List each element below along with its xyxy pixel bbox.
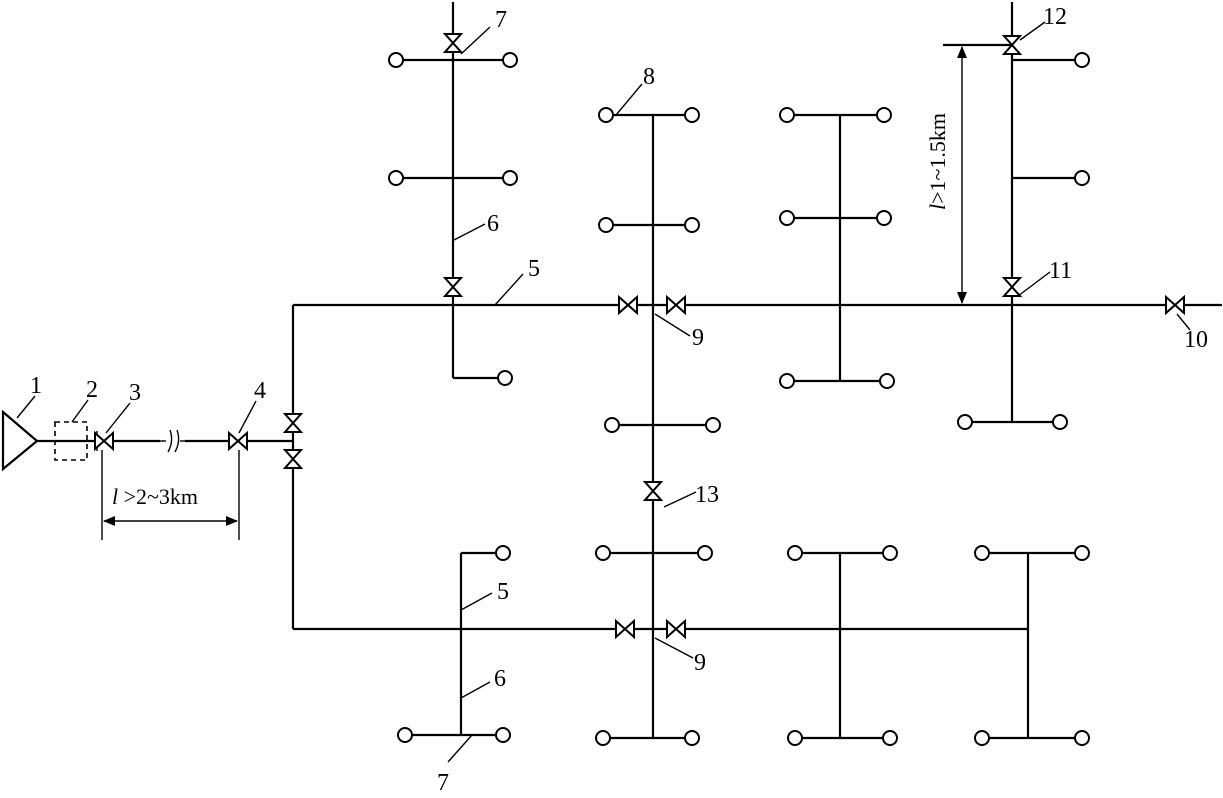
hydrant-icon <box>604 417 620 433</box>
meter-box <box>54 421 88 461</box>
label-top-valve-right: 12 <box>1043 4 1067 30</box>
break-symbol-icon <box>160 429 187 453</box>
dimension-vertical: l>1~1.5km <box>925 46 967 304</box>
valve-icon <box>1001 35 1023 55</box>
label-main-valve: 4 <box>254 378 266 404</box>
label-source: 1 <box>30 373 42 399</box>
hydrant-icon <box>787 730 803 746</box>
valve-icon <box>442 33 464 53</box>
hydrant-icon <box>495 545 511 561</box>
hydrant-icon <box>1052 414 1068 430</box>
hydrant-icon <box>879 373 895 389</box>
hydrant-icon <box>1074 170 1090 186</box>
label-main-pipe-top: 5 <box>528 256 540 282</box>
hydrant-icon <box>779 210 795 226</box>
hydrant-icon <box>779 107 795 123</box>
hydrant-icon <box>787 545 803 561</box>
label-meter: 2 <box>86 377 98 403</box>
valve-icon <box>94 430 114 452</box>
hydrant-icon <box>684 217 700 233</box>
source-pump-icon <box>1 409 39 472</box>
label-end-valve-top: 7 <box>495 7 507 33</box>
valve-icon <box>1165 294 1185 316</box>
hydrant-icon <box>502 170 518 186</box>
hydrant-icon <box>697 545 713 561</box>
dimension-horizontal-label: l >2~3km <box>112 484 198 509</box>
hydrant-icon <box>1074 545 1090 561</box>
dimension-vertical-label: l>1~1.5km <box>925 113 950 210</box>
hydrant-icon <box>974 545 990 561</box>
hydrant-icon <box>957 414 973 430</box>
valve-icon <box>228 430 248 452</box>
leader-lines <box>16 21 1191 763</box>
dimension-horizontal: l >2~3km <box>101 450 240 540</box>
valve-icon <box>615 618 635 640</box>
label-branch-bottom: 6 <box>494 666 506 692</box>
hydrant-icon <box>502 52 518 68</box>
label-branch-top: 6 <box>487 211 499 237</box>
hydrant-icon <box>684 107 700 123</box>
hydrant-icon <box>1074 52 1090 68</box>
hydrant-icon <box>397 727 413 743</box>
hydrant-icon <box>595 730 611 746</box>
hydrants <box>388 52 1090 746</box>
label-main-pipe-bottom: 5 <box>497 579 509 605</box>
hydrant-icon <box>705 417 721 433</box>
hydrant-icon <box>876 210 892 226</box>
valve-icon <box>282 413 304 433</box>
label-inlet-valve: 3 <box>129 380 141 406</box>
label-hydrant: 8 <box>643 64 655 90</box>
valve-icon <box>282 449 304 469</box>
hydrant-icon <box>388 170 404 186</box>
hydrant-icon <box>595 545 611 561</box>
hydrant-icon <box>497 370 513 386</box>
hydrant-icon <box>882 545 898 561</box>
label-section-valve-bottom: 9 <box>694 650 706 676</box>
hydrant-icon <box>876 107 892 123</box>
label-branch-valve-right: 11 <box>1049 258 1072 284</box>
valve-icon <box>1001 277 1023 297</box>
hydrant-icon <box>388 52 404 68</box>
valve-icon <box>666 294 686 316</box>
hydrant-icon <box>598 217 614 233</box>
hydrant-icon <box>495 727 511 743</box>
label-end-valve-bottom: 7 <box>437 770 449 796</box>
hydrant-icon <box>974 730 990 746</box>
valve-icon <box>666 618 686 640</box>
valve-icon <box>642 481 664 501</box>
hydrant-icon <box>882 730 898 746</box>
label-mid-valve: 13 <box>695 482 719 508</box>
hydrant-icon <box>779 373 795 389</box>
label-section-valve-top: 9 <box>692 325 704 351</box>
valve-icon <box>442 277 464 297</box>
label-end-valve-right: 10 <box>1184 327 1208 353</box>
hydrant-icon <box>684 730 700 746</box>
hydrant-icon <box>1074 730 1090 746</box>
hydrant-icon <box>598 107 614 123</box>
valve-icon <box>618 294 638 316</box>
